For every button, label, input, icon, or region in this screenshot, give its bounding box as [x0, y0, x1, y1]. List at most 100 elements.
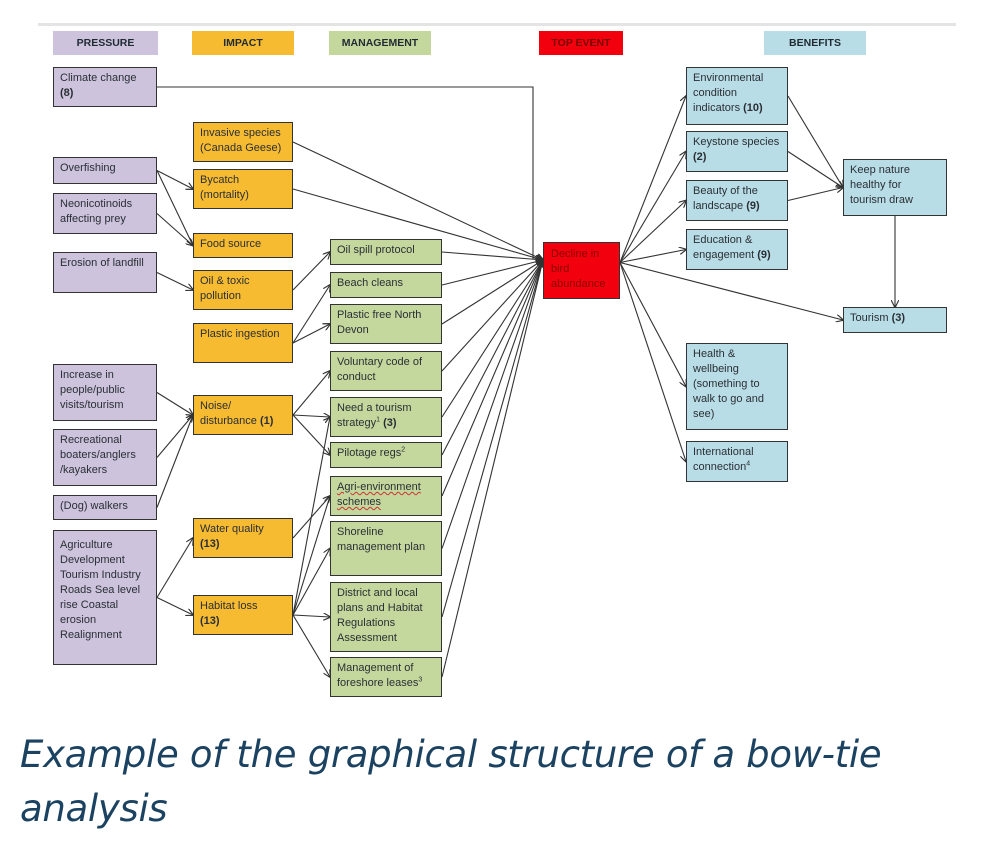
edge-i_habitat-to-m_tourism — [292, 417, 330, 616]
header-top-event: TOP EVENT — [539, 31, 623, 55]
node-label: Habitat loss — [200, 600, 258, 612]
edge-m_foreshore-to-top — [441, 260, 543, 678]
node-label: District and local plans and Habitat Reg… — [337, 587, 423, 644]
edge-p_erosion-to-i_oil — [156, 272, 193, 291]
node-count: (9) — [757, 249, 771, 261]
benefit-tourism[interactable]: Tourism (3) — [843, 307, 947, 333]
edge-m_shoreline-to-top — [441, 260, 543, 549]
benefit-international-connection[interactable]: International connection4 — [686, 441, 788, 482]
node-label: (Dog) walkers — [60, 500, 128, 512]
management-agri-environment[interactable]: Agri-environment schemes — [330, 476, 442, 516]
management-foreshore-leases[interactable]: Management of foreshore leases3 — [330, 657, 442, 697]
header-management: MANAGEMENT — [329, 31, 431, 55]
edge-m_pilotage-to-top — [441, 260, 543, 456]
node-label: Food source — [200, 238, 262, 250]
impact-oil-toxic-pollution[interactable]: Oil & toxic pollution — [193, 270, 293, 310]
edge-i_habitat-to-m_shoreline — [292, 549, 330, 616]
edge-p_people-to-i_noise — [156, 392, 193, 416]
node-label: Invasive species (Canada Geese) — [200, 127, 282, 154]
node-label: Plastic free North Devon — [337, 309, 422, 336]
impact-plastic-ingestion[interactable]: Plastic ingestion — [193, 323, 293, 363]
edge-i_noise-to-m_voluntary — [292, 371, 330, 416]
node-label: Decline in bird abundance — [551, 248, 606, 290]
pressure-overfishing[interactable]: Overfishing — [53, 157, 157, 184]
edge-layer — [156, 86, 989, 700]
management-tourism-strategy[interactable]: Need a tourism strategy1 (3) — [330, 397, 442, 437]
management-beach-cleans[interactable]: Beach cleans — [330, 272, 442, 298]
node-label: Health & wellbeing (something to walk to… — [693, 348, 764, 420]
pressure-increase-in-people[interactable]: Increase in people/public visits/tourism — [53, 364, 157, 421]
impact-food-source[interactable]: Food source — [193, 233, 293, 258]
benefit-keystone-species[interactable]: Keystone species (2) — [686, 131, 788, 172]
edge-i_plastic-to-m_plasticfree — [292, 324, 330, 344]
management-pilotage-regs[interactable]: Pilotage regs2 — [330, 442, 442, 468]
management-shoreline-plan[interactable]: Shoreline management plan — [330, 521, 442, 576]
edge-p_overfishing-to-i_food — [156, 170, 193, 246]
impact-bycatch[interactable]: Bycatch (mortality) — [193, 169, 293, 209]
edge-i_habitat-to-m_foreshore — [292, 614, 330, 677]
node-label: Increase in people/public visits/tourism — [60, 369, 125, 411]
node-label: Plastic ingestion — [200, 328, 280, 340]
edge-m_district-to-top — [441, 260, 543, 618]
node-label: Bycatch (mortality) — [200, 174, 249, 201]
node-label: International connection — [693, 446, 754, 473]
node-label: Voluntary code of conduct — [337, 356, 423, 383]
node-label: Oil spill protocol — [337, 244, 415, 256]
benefit-health-wellbeing[interactable]: Health & wellbeing (something to walk to… — [686, 343, 788, 430]
edge-top-to-b_international — [619, 262, 686, 462]
edge-i_plastic-to-m_beach — [292, 285, 330, 344]
edge-b_env-to-b_keepnature — [787, 95, 843, 188]
footnote-marker: 1 — [376, 416, 381, 424]
pressure-erosion-of-landfill[interactable]: Erosion of landfill — [53, 252, 157, 293]
edge-top-to-b_beauty — [619, 201, 686, 263]
node-label: Climate change — [60, 72, 137, 84]
impact-habitat-loss[interactable]: Habitat loss(13) — [193, 595, 293, 635]
pressure-recreational-boaters[interactable]: Recreational boaters/anglers /kayakers — [53, 429, 157, 486]
node-count: (10) — [743, 102, 763, 114]
benefit-keep-nature-healthy[interactable]: Keep nature healthy for tourism draw — [843, 159, 947, 216]
node-label: Management of foreshore leases — [337, 662, 419, 689]
edge-p_recreational-to-i_noise — [156, 415, 193, 458]
pressure-neonicotinoids[interactable]: Neonicotinoids affecting prey — [53, 193, 157, 234]
edge-m_agrienv-to-top — [441, 260, 543, 497]
node-label: Neonicotinoids affecting prey — [60, 198, 133, 225]
edge-m_voluntary-to-top — [441, 260, 543, 372]
benefit-education-engagement[interactable]: Education & engagement (9) — [686, 229, 788, 270]
edge-i_habitat-to-m_agrienv — [292, 496, 330, 616]
node-label: Pilotage regs — [337, 447, 402, 459]
pressure-dog-walkers[interactable]: (Dog) walkers — [53, 495, 157, 520]
impact-noise-disturbance[interactable]: Noise/ disturbance (1) — [193, 395, 293, 435]
node-count: (9) — [746, 200, 760, 212]
pressure-agriculture-development[interactable]: Agriculture Development Tourism Industry… — [53, 530, 157, 665]
node-count: (3) — [383, 417, 397, 429]
node-label: Environmental condition indicators — [693, 72, 764, 114]
management-voluntary-code[interactable]: Voluntary code of conduct — [330, 351, 442, 391]
impact-water-quality[interactable]: Water quality(13) — [193, 518, 293, 558]
footnote-marker: 3 — [418, 676, 423, 684]
edge-top-to-b_education — [619, 250, 686, 264]
node-label: Overfishing — [60, 162, 116, 174]
node-label: Shoreline management plan — [337, 526, 426, 553]
management-oil-spill-protocol[interactable]: Oil spill protocol — [330, 239, 442, 265]
node-label: Erosion of landfill — [60, 257, 144, 269]
management-district-local-plans[interactable]: District and local plans and Habitat Reg… — [330, 582, 442, 652]
node-label: Agriculture Development Tourism Industry… — [60, 539, 141, 641]
node-label: Beach cleans — [337, 277, 404, 289]
node-count: (2) — [693, 151, 707, 163]
node-label: Noise/ disturbance — [200, 400, 257, 427]
edge-m_tourism-to-top — [441, 260, 543, 418]
bowtie-diagram: PRESSURE IMPACT MANAGEMENT TOP EVENT BEN… — [38, 23, 989, 700]
footnote-marker: 4 — [746, 460, 751, 468]
edge-m_beach-to-top — [441, 260, 543, 286]
pressure-climate-change[interactable]: Climate change(8) — [53, 67, 157, 107]
edge-top-to-b_env — [619, 96, 686, 263]
benefit-beauty-of-landscape[interactable]: Beauty of the landscape (9) — [686, 180, 788, 221]
edge-p_dog-to-i_noise — [156, 415, 193, 508]
top-event-decline-in-bird-abundance[interactable]: Decline in bird abundance — [543, 242, 620, 299]
impact-invasive-species[interactable]: Invasive species (Canada Geese) — [193, 122, 293, 162]
edge-m_plasticfree-to-top — [441, 260, 543, 325]
node-label: Beauty of the landscape — [693, 185, 758, 212]
node-count: (3) — [891, 312, 906, 324]
management-plastic-free-north-devon[interactable]: Plastic free North Devon — [330, 304, 442, 344]
benefit-environmental-indicators[interactable]: Environmental condition indicators (10) — [686, 67, 788, 125]
